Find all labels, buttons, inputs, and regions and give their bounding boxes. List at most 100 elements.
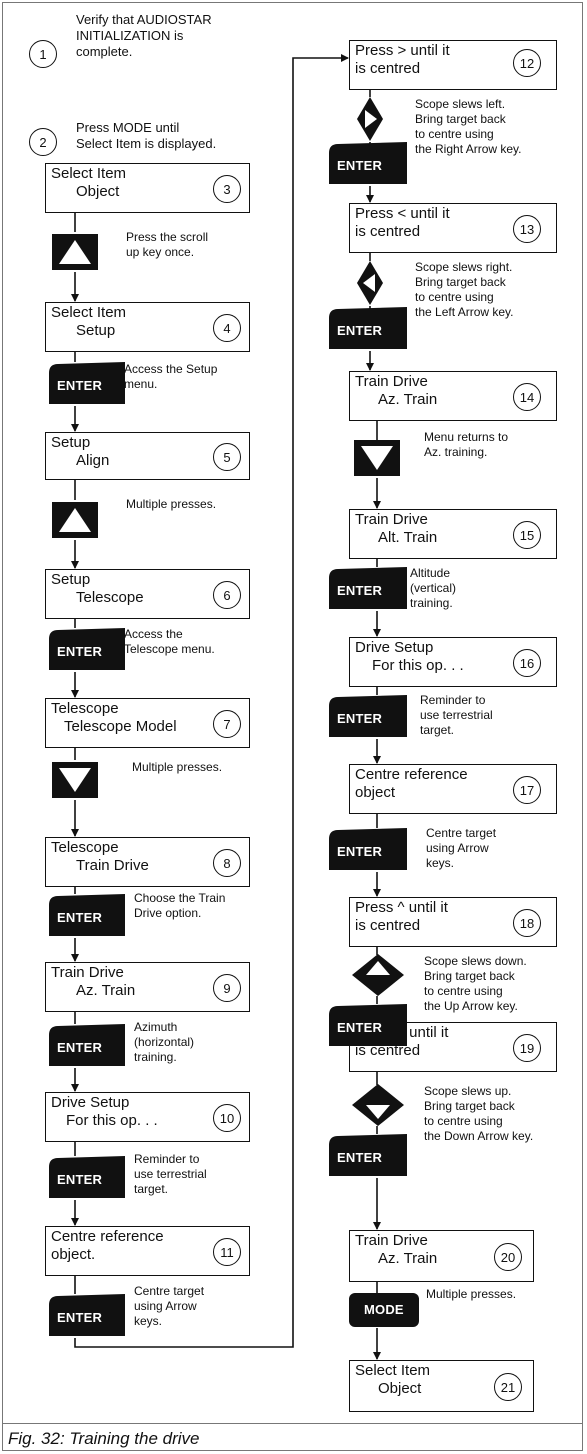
- step-note: Scope slews left. Bring target back to c…: [415, 97, 522, 156]
- enter-key-label: ENTER: [57, 644, 103, 659]
- step-number: 8: [213, 849, 241, 877]
- step-note: Choose the Train Drive option.: [134, 891, 226, 920]
- enter-key-label: ENTER: [57, 378, 103, 393]
- enter-key-label: ENTER: [337, 323, 383, 338]
- step-number: 16: [513, 649, 541, 677]
- scroll-up-key-icon: [52, 502, 98, 538]
- step-number: 20: [494, 1243, 522, 1271]
- step-note: Centre target using Arrow keys.: [134, 1284, 205, 1328]
- step-note: Access the Telescope menu.: [124, 627, 215, 656]
- enter-key-icon: [49, 1156, 125, 1198]
- enter-key-icon: [329, 1004, 407, 1046]
- step-number: 6: [213, 581, 241, 609]
- enter-key-label: ENTER: [57, 910, 103, 925]
- step-number: 3: [213, 175, 241, 203]
- caption-divider: [2, 1423, 583, 1424]
- enter-key-icon: [49, 1024, 125, 1066]
- step-note: Press the scroll up key once.: [126, 230, 209, 259]
- step-note: Menu returns to Az. training.: [424, 430, 509, 459]
- enter-key-icon: [329, 142, 407, 184]
- step-note: Reminder to use terrestrial target.: [134, 1152, 207, 1196]
- step-number: 17: [513, 776, 541, 804]
- enter-key-label: ENTER: [57, 1040, 103, 1055]
- step-number: 5: [213, 443, 241, 471]
- step-number: 19: [513, 1034, 541, 1062]
- enter-key-icon: [49, 362, 125, 404]
- enter-key-label: ENTER: [337, 158, 383, 173]
- step-note: Reminder to use terrestrial target.: [420, 693, 493, 737]
- scroll-down-key-icon: [354, 440, 400, 476]
- step-note: Scope slews up. Bring target back to cen…: [424, 1084, 534, 1143]
- step-number: 18: [513, 909, 541, 937]
- enter-key-icon: [329, 307, 407, 349]
- left-arrow-key-icon: [357, 261, 383, 305]
- right-arrow-key-icon: [357, 97, 383, 141]
- enter-key-icon: [49, 628, 125, 670]
- enter-key-icon: [49, 894, 125, 936]
- step-number: 11: [213, 1238, 241, 1266]
- enter-key-icon: [329, 567, 407, 609]
- step-number: 14: [513, 383, 541, 411]
- enter-key-label: ENTER: [337, 1020, 383, 1035]
- step-note: Scope slews right. Bring target back to …: [415, 260, 514, 319]
- intro-text: Verify that AUDIOSTAR INITIALIZATION is …: [76, 12, 212, 59]
- scroll-down-key-icon: [52, 762, 98, 798]
- enter-key-label: ENTER: [57, 1310, 103, 1325]
- step-note: Multiple presses.: [132, 760, 223, 774]
- enter-key-label: ENTER: [57, 1172, 103, 1187]
- enter-key-icon: [329, 1134, 407, 1176]
- enter-key-label: ENTER: [337, 1150, 383, 1165]
- step-note: Access the Setup menu.: [124, 362, 218, 391]
- down-arrow-key-icon: [352, 1084, 404, 1126]
- step-note: Multiple presses.: [426, 1287, 517, 1301]
- enter-key-icon: [329, 828, 407, 870]
- intro-number: 1: [29, 40, 57, 68]
- step-note: Altitude (vertical) training.: [410, 566, 457, 610]
- scroll-up-key-icon: [52, 234, 98, 270]
- step-number: 21: [494, 1373, 522, 1401]
- step-note: Centre target using Arrow keys.: [426, 826, 497, 870]
- enter-key-label: ENTER: [337, 844, 383, 859]
- enter-key-icon: [329, 695, 407, 737]
- intro-number: 2: [29, 128, 57, 156]
- step-number: 7: [213, 710, 241, 738]
- step-number: 13: [513, 215, 541, 243]
- step-number: 10: [213, 1104, 241, 1132]
- step-note: Multiple presses.: [126, 497, 217, 511]
- enter-key-label: ENTER: [337, 583, 383, 598]
- step-note: Scope slews down. Bring target back to c…: [424, 954, 527, 1013]
- step-number: 12: [513, 49, 541, 77]
- intro-text: Press MODE until Select Item is displaye…: [76, 120, 217, 151]
- mode-key-label: MODE: [364, 1302, 404, 1317]
- mode-key-icon: [349, 1293, 419, 1327]
- step-number: 15: [513, 521, 541, 549]
- up-arrow-key-icon: [352, 954, 404, 996]
- enter-key-icon: [49, 1294, 125, 1336]
- figure-caption: Fig. 32: Training the drive: [8, 1429, 200, 1448]
- step-number: 9: [213, 974, 241, 1002]
- step-note: Azimuth (horizontal) training.: [134, 1020, 195, 1064]
- enter-key-label: ENTER: [337, 711, 383, 726]
- flow-connector: [74, 54, 349, 1348]
